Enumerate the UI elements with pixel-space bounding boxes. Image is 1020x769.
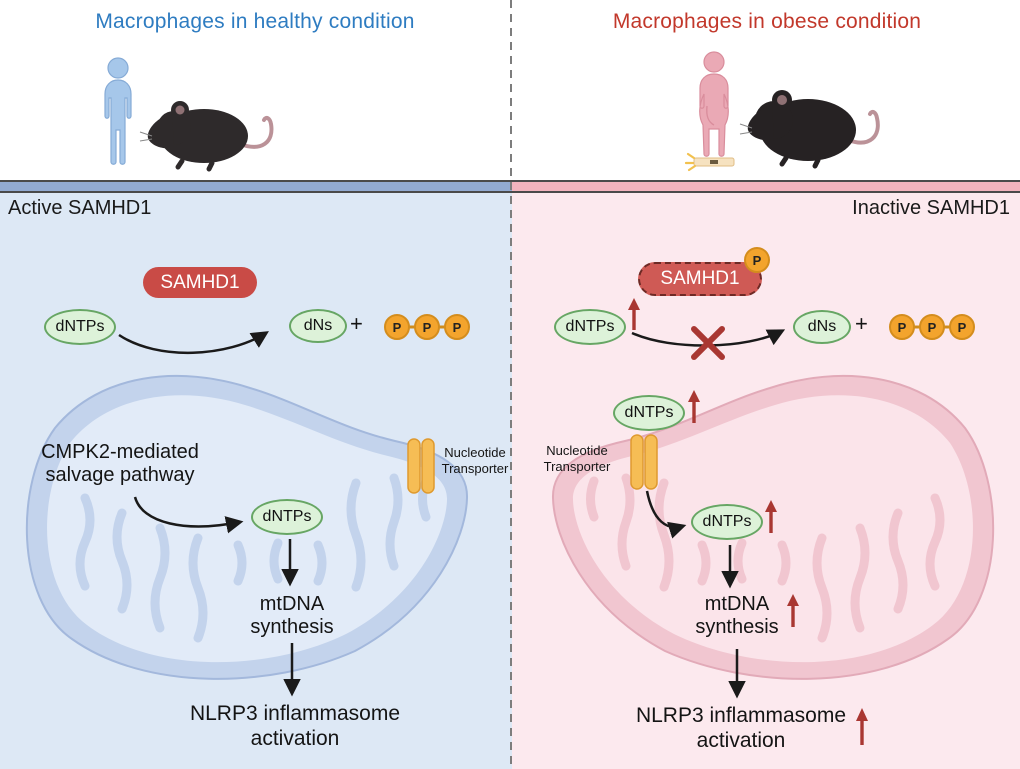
divider-bar-obese bbox=[512, 182, 1020, 191]
nucleotide-transporter-icon bbox=[630, 434, 658, 490]
samhd1-pill: SAMHD1 bbox=[143, 267, 257, 298]
mtdna-line2: synthesis bbox=[250, 616, 334, 638]
increase-arrow bbox=[787, 594, 799, 627]
healthy-mouse-icon bbox=[139, 101, 274, 172]
obese-panel: Inactive SAMHD1 SAMHD1 P dNTPs dNs + P P… bbox=[512, 193, 1020, 769]
obese-panel-graphics bbox=[551, 298, 995, 745]
transporter-label: Nucleotide Transporter bbox=[440, 445, 510, 477]
nlrp3-line2: activation bbox=[696, 729, 786, 752]
phosphate-circle: P bbox=[444, 314, 470, 340]
increase-arrow bbox=[628, 298, 640, 330]
transporter-line2: Transporter bbox=[543, 459, 611, 474]
cmpk2-line2: salvage pathway bbox=[45, 464, 195, 486]
header-illustrations bbox=[104, 51, 880, 172]
mtdna-synthesis-label: mtDNA synthesis bbox=[677, 593, 797, 639]
increase-arrow bbox=[856, 708, 868, 745]
mtdna-line1: mtDNA bbox=[704, 593, 770, 615]
block-x-icon bbox=[691, 326, 725, 360]
nlrp3-line1: NLRP3 inflammasome bbox=[635, 704, 847, 727]
weight-scale-icon bbox=[684, 152, 735, 172]
nlrp3-label: NLRP3 inflammasome activation bbox=[165, 701, 425, 751]
mouse-tail bbox=[846, 109, 880, 145]
healthy-panel: Active SAMHD1 SAMHD1 dNTPs dNs + P P P C… bbox=[0, 193, 512, 769]
nlrp3-line1: NLRP3 inflammasome bbox=[189, 702, 401, 725]
cyto-dntps-oval: dNTPs bbox=[613, 395, 685, 431]
phosphate-circle: P bbox=[384, 314, 410, 340]
phosphate-circle: P bbox=[889, 314, 915, 340]
phospho-badge: P bbox=[744, 247, 770, 273]
transporter-line1: Nucleotide bbox=[546, 443, 608, 458]
hydrolysis-arrow bbox=[118, 331, 269, 355]
mitochondrion-obese bbox=[551, 375, 995, 680]
healthy-person-icon bbox=[104, 57, 132, 165]
increase-arrow bbox=[688, 390, 700, 423]
plus-sign: + bbox=[855, 311, 868, 336]
mitochondrion-healthy bbox=[25, 375, 469, 680]
obese-mouse-icon bbox=[739, 90, 880, 169]
phosphate-circle: P bbox=[414, 314, 440, 340]
mtdna-line1: mtDNA bbox=[259, 593, 325, 615]
salvage-pathway-arrow bbox=[133, 496, 244, 534]
mito-dntps-oval: dNTPs bbox=[691, 504, 763, 540]
samhd1-pill-phosphorylated: SAMHD1 bbox=[638, 262, 762, 296]
healthy-panel-graphics bbox=[25, 325, 469, 697]
mito-dntps-oval: dNTPs bbox=[251, 499, 323, 535]
dntps-oval: dNTPs bbox=[554, 309, 626, 345]
cristae bbox=[75, 473, 431, 643]
dns-oval: dNs bbox=[289, 309, 347, 343]
cmpk2-line1: CMPK2-mediated bbox=[41, 441, 199, 463]
header-section: Macrophages in healthy condition Macroph… bbox=[0, 0, 1020, 180]
nlrp3-label: NLRP3 inflammasome activation bbox=[611, 703, 871, 753]
phosphate-circle: P bbox=[949, 314, 975, 340]
mtdna-synthesis-label: mtDNA synthesis bbox=[232, 593, 352, 639]
state-label-inactive: Inactive SAMHD1 bbox=[852, 197, 1010, 219]
strain-marks bbox=[684, 152, 697, 172]
transporter-line1: Nucleotide bbox=[444, 445, 506, 460]
healthy-condition-title: Macrophages in healthy condition bbox=[95, 10, 415, 33]
obese-person-icon bbox=[684, 51, 735, 172]
center-dashed-divider bbox=[510, 0, 512, 769]
dns-oval: dNs bbox=[793, 310, 851, 344]
nlrp3-line2: activation bbox=[250, 727, 340, 750]
cmpk2-pathway-label: CMPK2-mediated salvage pathway bbox=[15, 441, 225, 487]
dntps-oval: dNTPs bbox=[44, 309, 116, 345]
divider-bar-healthy bbox=[0, 182, 512, 191]
cristae bbox=[586, 473, 945, 643]
increase-arrow bbox=[765, 500, 777, 533]
mtdna-line2: synthesis bbox=[695, 616, 779, 638]
plus-sign: + bbox=[350, 311, 363, 336]
mouse-tail bbox=[238, 115, 274, 149]
import-arrow bbox=[645, 490, 687, 539]
transporter-label: Nucleotide Transporter bbox=[527, 443, 627, 475]
transporter-line2: Transporter bbox=[441, 461, 509, 476]
obese-condition-title: Macrophages in obese condition bbox=[612, 10, 922, 33]
phosphate-circle: P bbox=[919, 314, 945, 340]
state-label-active: Active SAMHD1 bbox=[8, 197, 152, 219]
nucleotide-transporter-icon bbox=[407, 438, 435, 494]
increase-arrows bbox=[628, 298, 868, 745]
